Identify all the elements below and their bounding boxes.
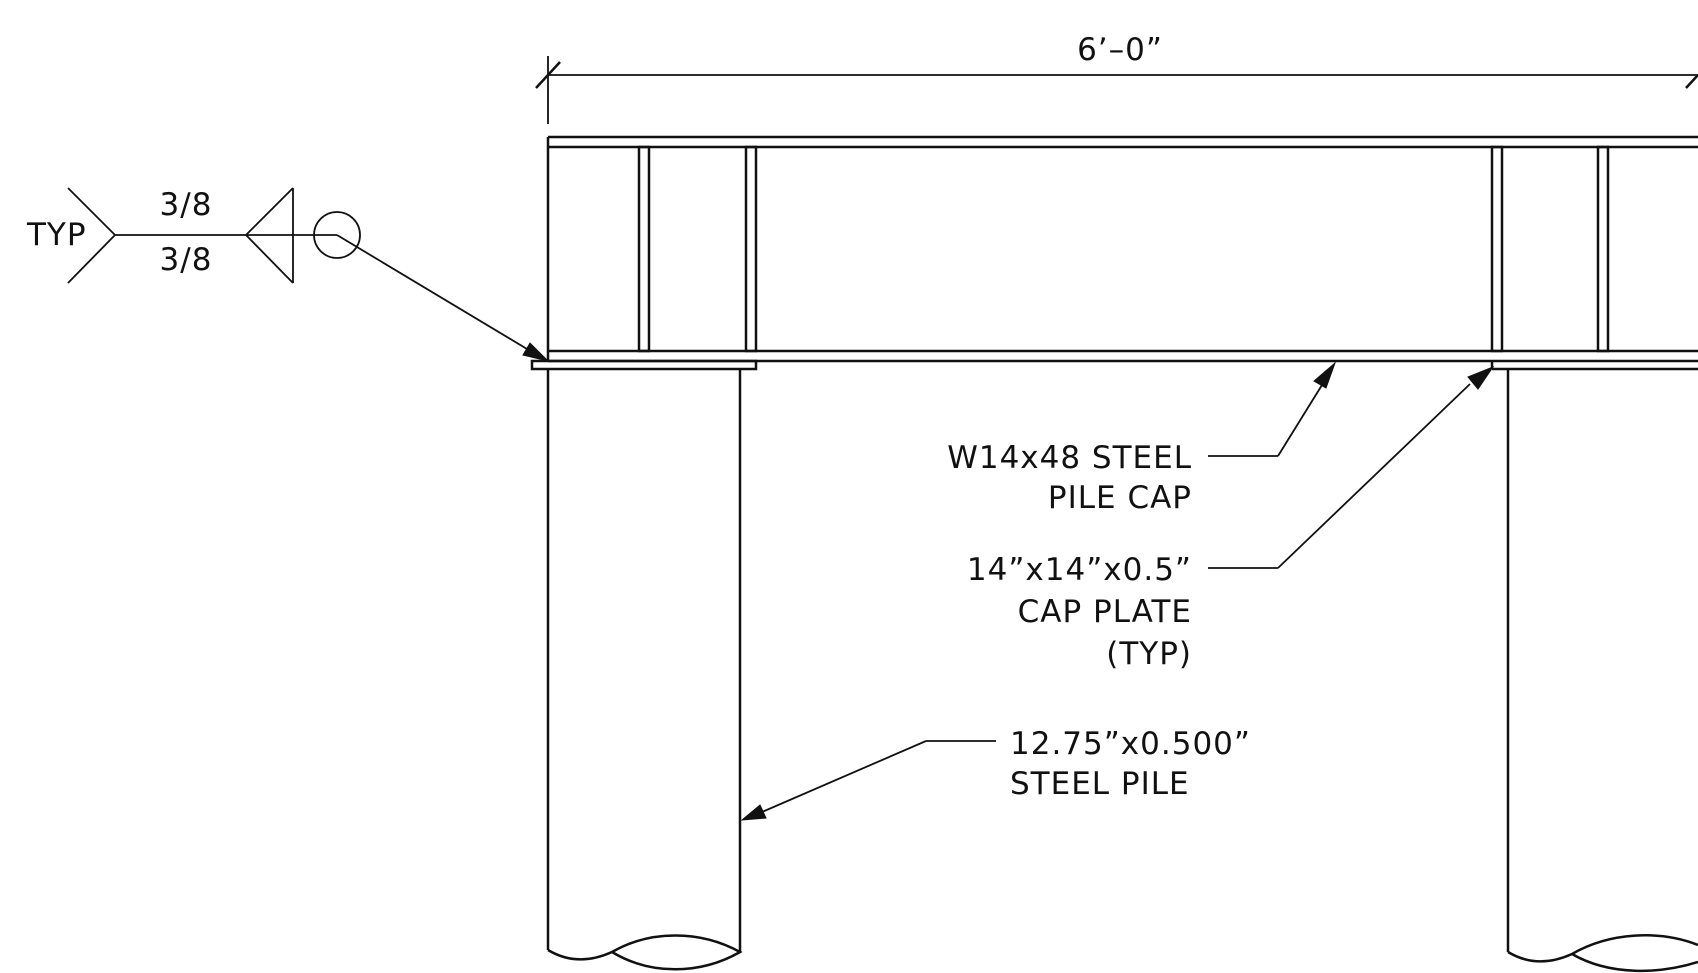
fillet-weld-symbol (244, 187, 294, 284)
overall-dimension: 6’–0” (535, 32, 1698, 124)
pile-cap-beam (546, 135, 1698, 363)
cap-plate-label-line1: 14”x14”x0.5” (967, 552, 1192, 588)
pile-cap-arrowhead-icon (1313, 361, 1337, 389)
steel-piles (546, 369, 1698, 973)
callout-pile-cap: W14x48 STEEL PILE CAP (947, 361, 1337, 516)
weld-arrowhead-icon (522, 342, 550, 362)
stiffener-plate-right-1 (1490, 145, 1504, 353)
pile-cap-leader (1277, 384, 1323, 457)
callout-cap-plate: 14”x14”x0.5” CAP PLATE (TYP) (967, 365, 1495, 672)
weld-symbol: TYP 3/8 3/8 (26, 187, 550, 362)
cap-plate-leader (1277, 383, 1471, 569)
weld-tail-upper (67, 187, 116, 236)
pile-right-break-line (1507, 934, 1698, 973)
weld-size-arrow-side: 3/8 (160, 187, 213, 223)
steel-pile-label-line2: STEEL PILE (1010, 766, 1190, 802)
weld-size-other-side: 3/8 (160, 242, 213, 278)
cap-plate-label-line2: CAP PLATE (1018, 594, 1192, 630)
weld-tail-note: TYP (26, 217, 87, 253)
dimension-tick-right (1685, 74, 1698, 89)
dimension-tick-left (535, 61, 561, 89)
cap-plate-arrowhead-icon (1467, 365, 1495, 390)
steel-pile-label-line1: 12.75”x0.500” (1010, 726, 1251, 762)
stiffener-plate-left-1 (637, 145, 651, 353)
callout-steel-pile: 12.75”x0.500” STEEL PILE (740, 726, 1251, 821)
pile-left-break-line (547, 934, 743, 971)
cap-plate-label-line3: (TYP) (1106, 636, 1192, 672)
weld-arrow-leader (336, 234, 533, 353)
weld-all-around-icon (313, 211, 361, 259)
stiffener-plate-right-2 (1596, 145, 1610, 353)
pile-cap-label-line2: PILE CAP (1048, 480, 1192, 516)
pile-cap-label-line1: W14x48 STEEL (947, 440, 1192, 476)
steel-pile-arrowhead-icon (740, 804, 767, 821)
dimension-text-overall-width: 6’–0” (1077, 32, 1163, 68)
steel-pile-leader (761, 740, 927, 813)
weld-tail-lower (67, 234, 116, 284)
cap-plate-left (530, 359, 758, 371)
stiffener-plate-left-2 (744, 145, 758, 353)
